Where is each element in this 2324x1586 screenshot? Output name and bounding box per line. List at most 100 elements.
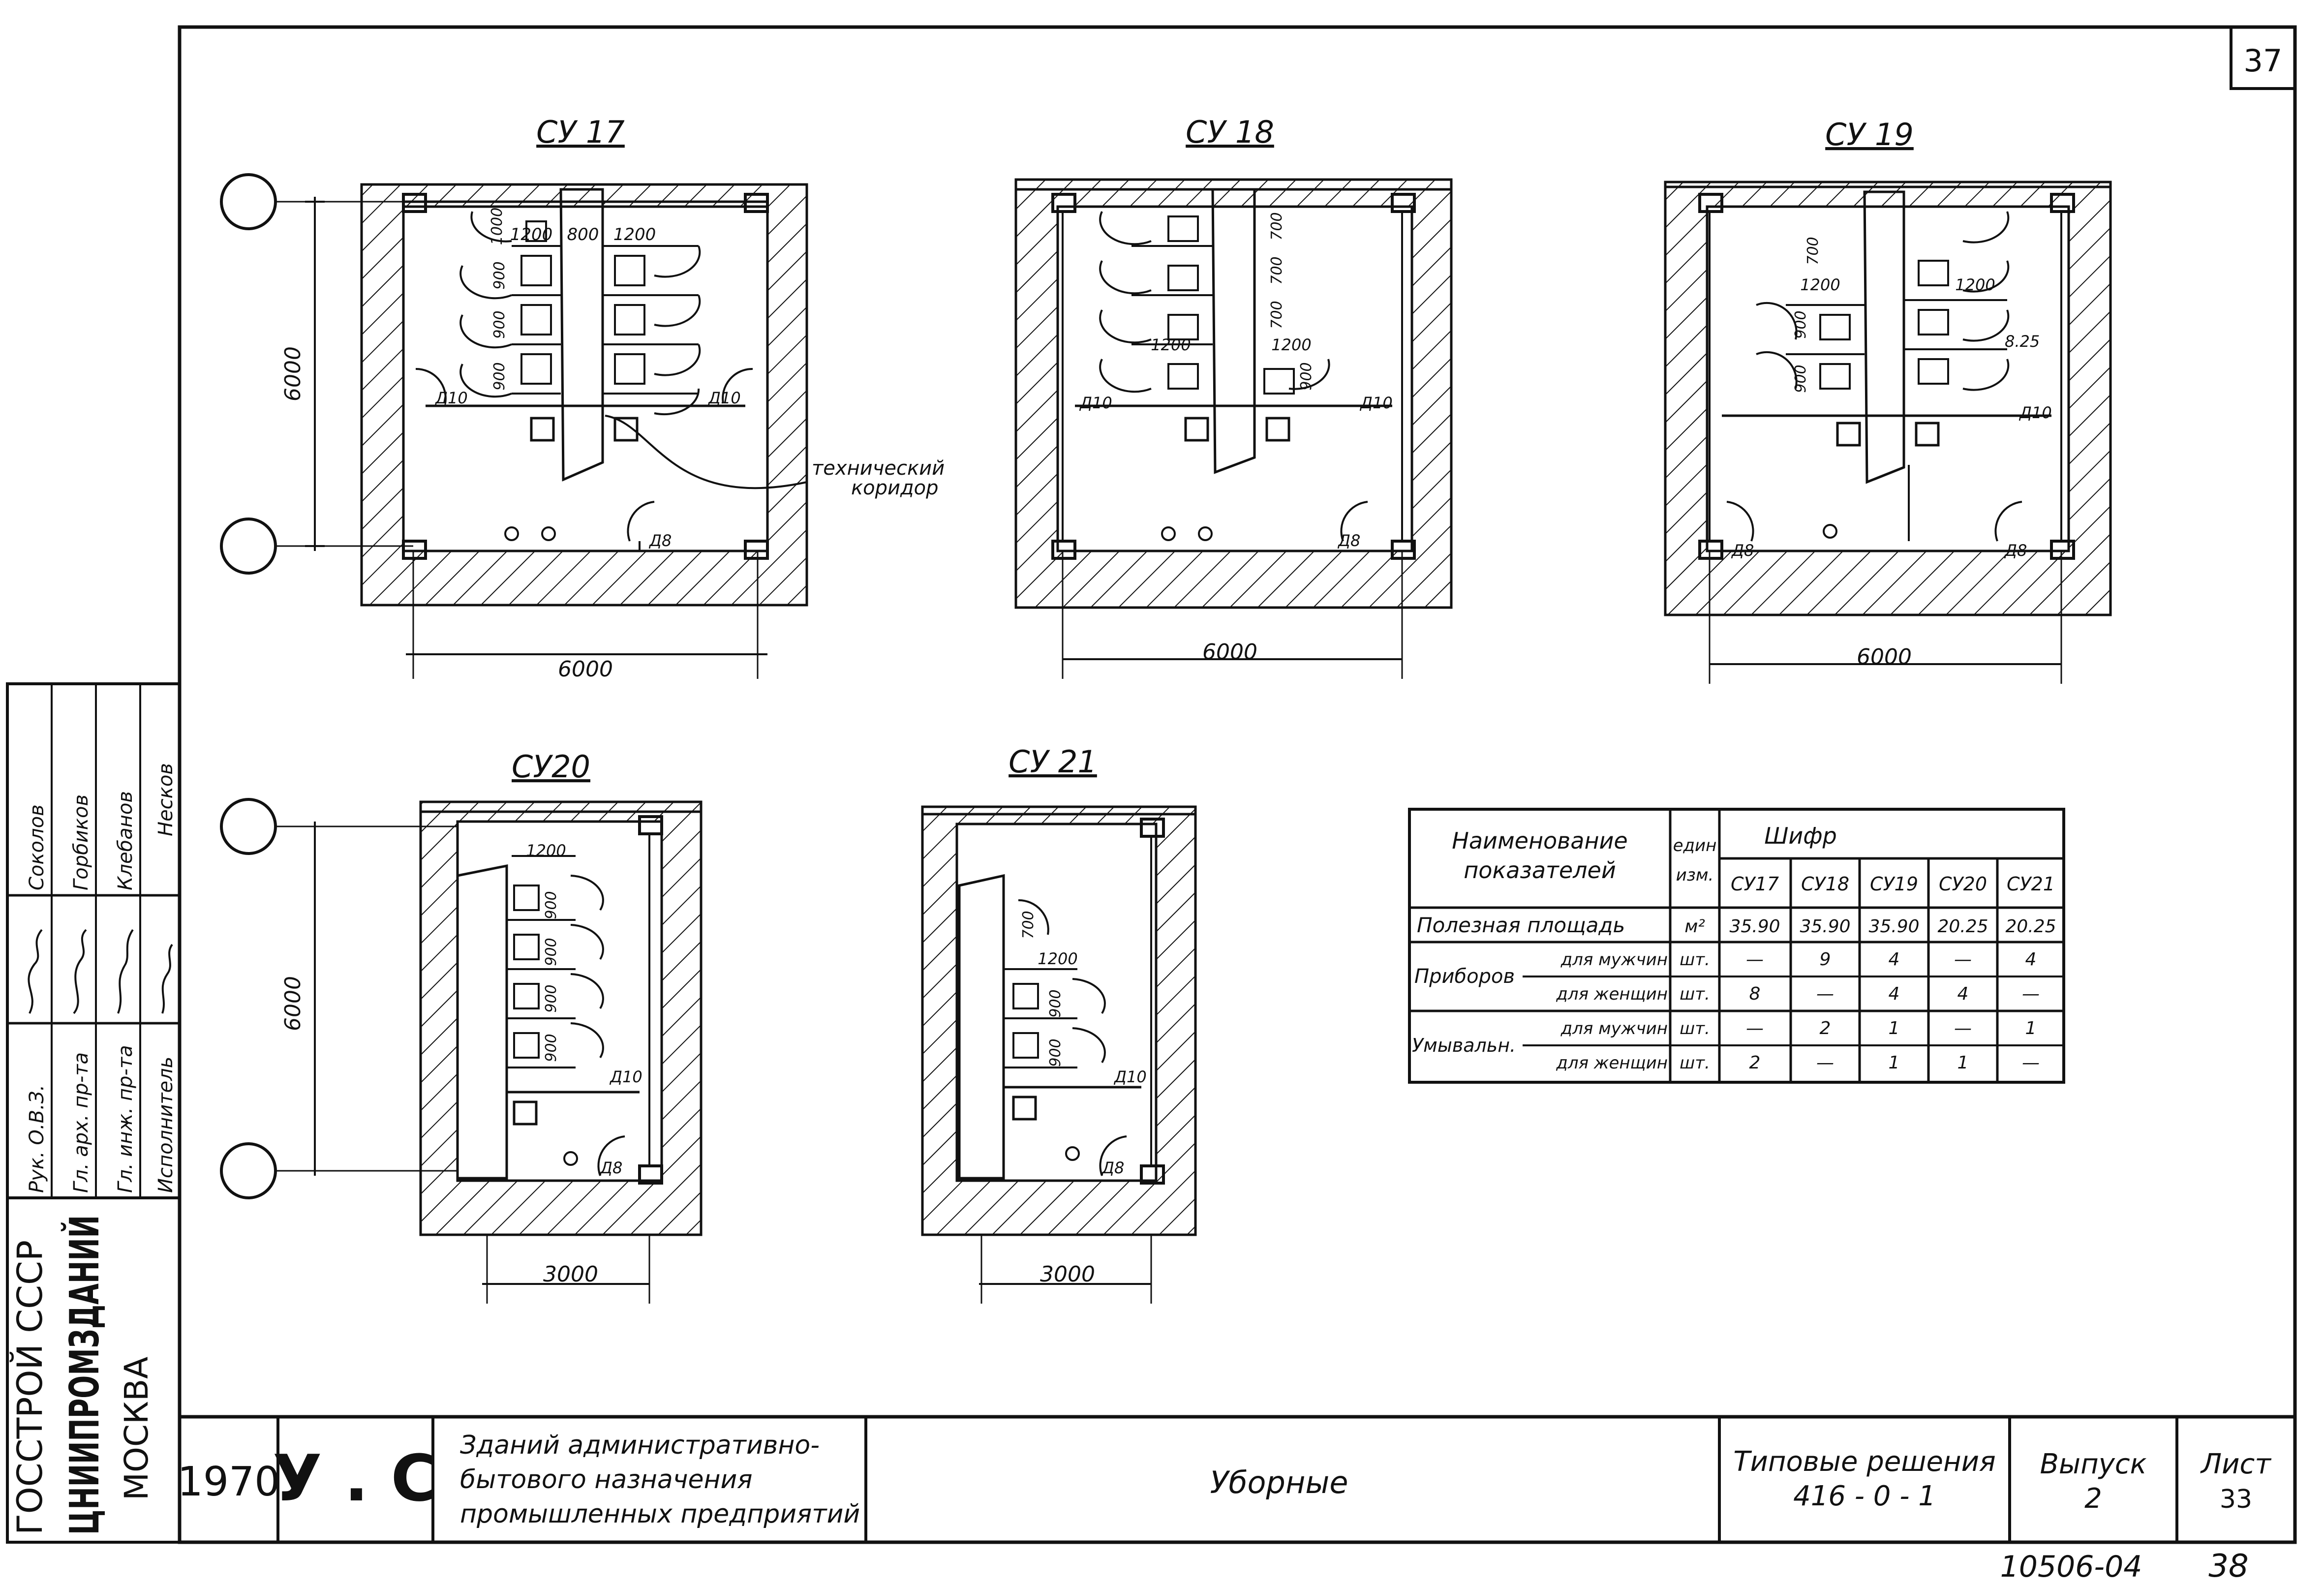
title-desc-line1: Зданий административно- xyxy=(460,1431,820,1460)
plan-label: 900 xyxy=(1047,989,1064,1017)
plan-su18: СУ 18 700 700 700 1200 1200 900 Д xyxy=(1014,114,1453,679)
plan-dim-bottom: 6000 xyxy=(1857,644,1912,670)
table-cell: — xyxy=(1816,984,1834,1004)
stamp-role: Рук. О.В.З. xyxy=(26,1085,48,1193)
table-cell: 4 xyxy=(2025,949,2037,970)
table-code-su21: СУ21 xyxy=(2007,873,2055,895)
table-cell: — xyxy=(2022,1053,2040,1073)
table-cell: 35.90 xyxy=(1868,916,1919,937)
table-cell: 8 xyxy=(1749,984,1761,1004)
plan-label: 700 xyxy=(1020,911,1037,939)
title-code: У . С xyxy=(273,1441,438,1516)
plan-label: Д8 xyxy=(1337,531,1360,550)
plan-label: 900 xyxy=(491,362,508,390)
table-cell: 20.25 xyxy=(2005,916,2056,937)
table-cell: 4 xyxy=(1957,984,1969,1004)
plan-label: Д10 xyxy=(434,389,468,407)
table-header-unit-2: изм. xyxy=(1676,865,1714,885)
plan-label: Д10 xyxy=(1113,1068,1147,1086)
stamp-org-line1: ГОССТРОЙ СССР xyxy=(10,1240,50,1535)
table-header-name-2: показателей xyxy=(1464,857,1616,884)
plan-label: Д8 xyxy=(1101,1159,1124,1177)
title-block: 1970 У . С Зданий административно- бытов… xyxy=(178,1415,2295,1542)
title-sheet-value: 33 xyxy=(2220,1485,2252,1514)
plan-label: Д10 xyxy=(2018,403,2052,422)
callout-line1: технический xyxy=(812,457,945,480)
table-cell: 2 xyxy=(1820,1018,1831,1038)
plan-label: Д10 xyxy=(707,389,741,407)
table-row-group: Приборов xyxy=(1414,965,1515,988)
table-cell: 1 xyxy=(1957,1053,1969,1073)
table-code-su19: СУ19 xyxy=(1870,873,1918,895)
table-row-group: Умывальн. xyxy=(1412,1035,1516,1056)
table-row-sub: для мужчин xyxy=(1560,1019,1668,1038)
title-year: 1970 xyxy=(178,1459,280,1505)
title-issue-label: Выпуск xyxy=(2040,1448,2147,1480)
table-row-unit: шт. xyxy=(1680,950,1710,970)
table-cell: 35.90 xyxy=(1729,916,1780,937)
table-cell: 1 xyxy=(2025,1018,2037,1038)
plan-label: 1200 xyxy=(526,841,566,860)
table-cell: — xyxy=(1746,1018,1764,1038)
archive-number: 10506-04 xyxy=(2000,1550,2142,1584)
plan-label: 1200 xyxy=(1038,949,1077,968)
table-header-code: Шифр xyxy=(1764,823,1837,849)
table-cell: — xyxy=(1954,1018,1972,1038)
plan-label: 900 xyxy=(1792,310,1809,338)
table-row-sub: для женщин xyxy=(1556,1053,1668,1073)
stamp-name: Несков xyxy=(154,763,177,836)
plan-label: 900 xyxy=(543,984,560,1012)
table-cell: — xyxy=(1954,949,1972,970)
callout-line2: коридор xyxy=(851,477,939,499)
plan-title: СУ 19 xyxy=(1825,117,1914,152)
table-row-sub: для женщин xyxy=(1556,984,1668,1004)
plan-dim-bottom: 6000 xyxy=(1202,640,1257,665)
stamp-name: Соколов xyxy=(26,804,48,890)
plan-label: 1200 xyxy=(1955,275,1995,294)
table-code-su20: СУ20 xyxy=(1939,873,1987,895)
table-cell: — xyxy=(2022,984,2040,1004)
plan-su19: СУ 19 700 1200 1200 900 xyxy=(1664,117,2112,684)
plan-label: 900 xyxy=(491,261,508,289)
plan-su20: СУ20 1200 900 900 900 900 Д10 Д8 xyxy=(220,749,703,1304)
stamp-name: Горбиков xyxy=(70,794,92,890)
title-issue-value: 2 xyxy=(2084,1483,2102,1515)
plan-su17: СУ 17 xyxy=(220,114,945,682)
indicators-table: Наименование показателей един изм. Шифр … xyxy=(1408,808,2065,1084)
stamp-role: Исполнитель xyxy=(154,1057,177,1193)
stamp-role: Гл. инж. пр-та xyxy=(114,1045,137,1193)
plan-label: 900 xyxy=(543,938,560,966)
sheet-corner-box xyxy=(2230,26,2296,90)
plan-label: 8.25 xyxy=(2005,332,2040,351)
plan-label: 900 xyxy=(1047,1038,1064,1067)
page-number: 38 xyxy=(2208,1548,2248,1585)
table-row-unit: шт. xyxy=(1680,1019,1710,1038)
stamp-role: Гл. арх. пр-та xyxy=(70,1052,92,1193)
title-series-line1: Типовые решения xyxy=(1733,1446,1995,1478)
plan-label: Д10 xyxy=(1359,394,1393,412)
table-header-name-1: Наименование xyxy=(1452,827,1627,854)
plan-label: Д8 xyxy=(599,1159,622,1177)
table-row-unit: шт. xyxy=(1680,984,1710,1004)
table-cell: 1 xyxy=(1889,1053,1900,1073)
table-row-unit: шт. xyxy=(1680,1053,1710,1073)
table-header-unit-1: един xyxy=(1673,836,1717,855)
stamp-org-line2: ЦНИИПРОМЗДАНИЙ xyxy=(61,1215,108,1535)
plan-label: Д10 xyxy=(1079,394,1112,412)
plan-dim-bottom: 3000 xyxy=(1040,1262,1095,1287)
plan-title: СУ 18 xyxy=(1186,114,1274,150)
stamp-name: Клебанов xyxy=(114,791,137,890)
plan-dim-bottom: 3000 xyxy=(543,1262,598,1287)
stamp-org-line3: МОСКВА xyxy=(118,1357,155,1500)
plan-dim-left: 6000 xyxy=(280,346,306,401)
title-desc-line2: бытового назначения xyxy=(460,1465,753,1494)
stamp-signatures xyxy=(28,929,173,1014)
plan-label: 1200 xyxy=(1271,336,1311,354)
table-cell: — xyxy=(1746,949,1764,970)
plan-label: 900 xyxy=(1298,362,1315,390)
plan-label: 1000 xyxy=(489,208,506,245)
table-cell: 2 xyxy=(1749,1053,1761,1073)
title-desc-line3: промышленных предприятий xyxy=(460,1499,860,1529)
plan-label: 900 xyxy=(1792,365,1809,393)
